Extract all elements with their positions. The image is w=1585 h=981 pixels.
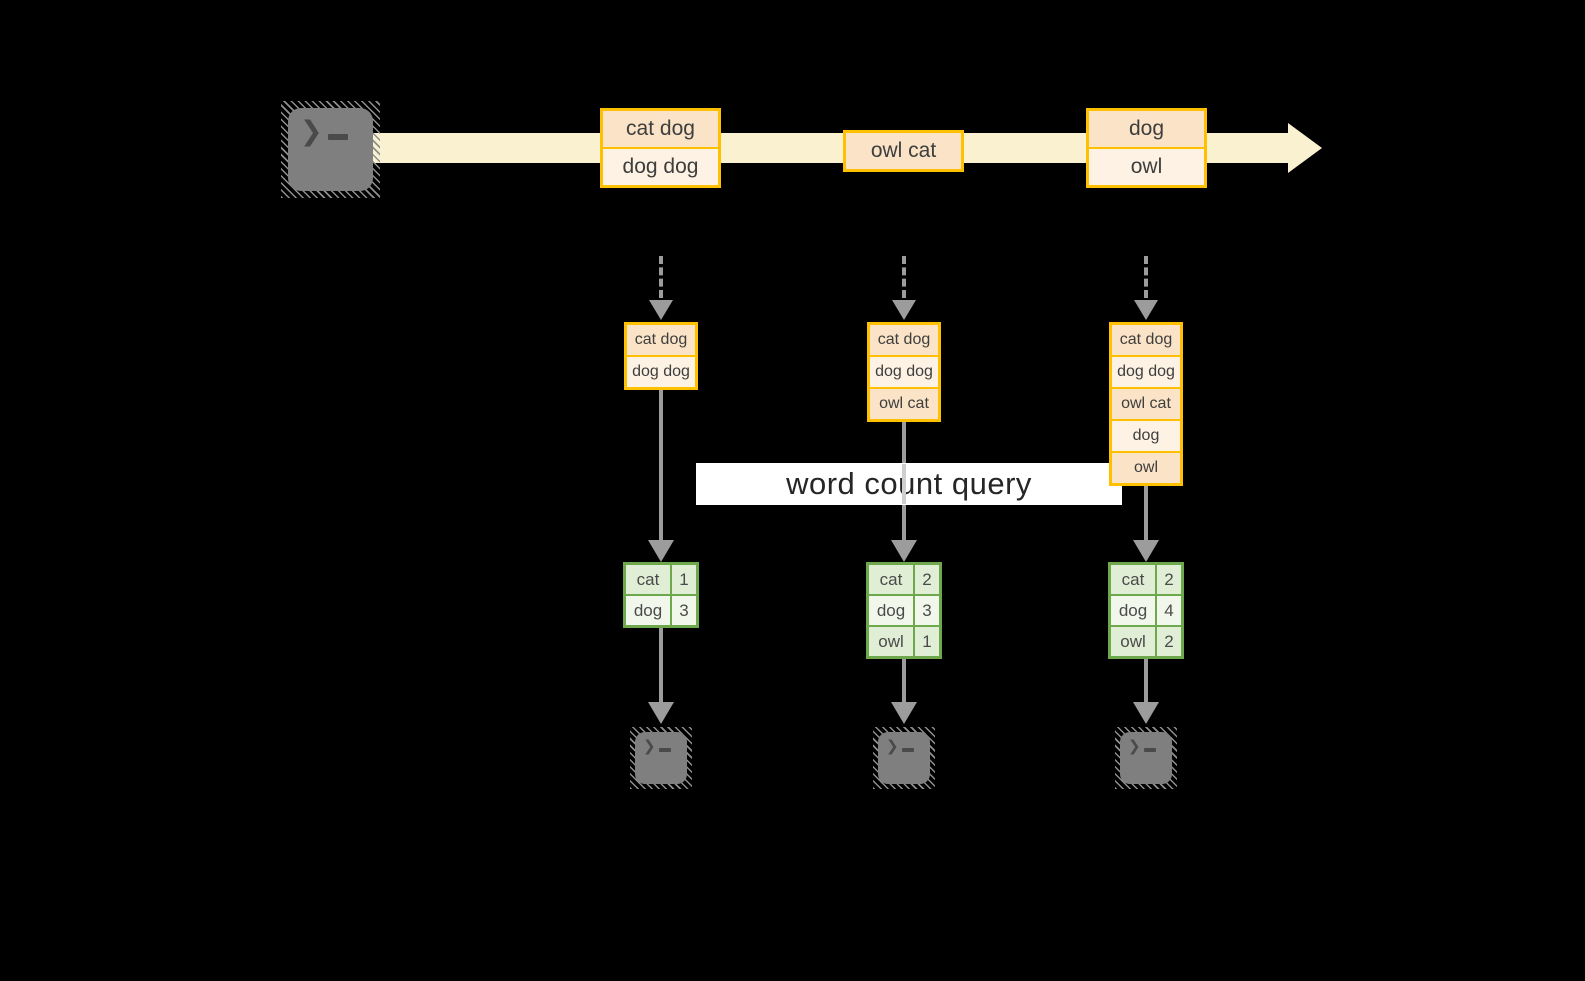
stream-event-box: cat dog dog dog bbox=[600, 108, 721, 188]
terminal-source-icon: ❯ bbox=[281, 101, 380, 198]
terminal-body: ❯ bbox=[635, 732, 687, 784]
batch-cell: dog dog bbox=[870, 357, 938, 387]
word-cell: owl bbox=[1111, 627, 1155, 656]
arrow-line bbox=[659, 628, 663, 702]
count-cell: 2 bbox=[1157, 627, 1181, 656]
arrow-line bbox=[902, 659, 906, 702]
count-cell: 1 bbox=[915, 627, 939, 656]
word-cell: dog bbox=[869, 596, 913, 625]
word-cell: dog bbox=[1111, 596, 1155, 625]
arrowhead-icon bbox=[1134, 300, 1158, 320]
prompt-chevron-icon: ❯ bbox=[1128, 738, 1141, 755]
batch-cell: cat dog bbox=[870, 325, 938, 355]
prompt-chevron-icon: ❯ bbox=[300, 116, 323, 146]
arrowhead-icon bbox=[648, 540, 674, 562]
arrowhead-icon bbox=[1133, 702, 1159, 724]
batch-cell: cat dog bbox=[627, 325, 695, 355]
arrowhead-icon bbox=[1133, 540, 1159, 562]
batch-cell: dog bbox=[1112, 421, 1180, 451]
arrowhead-icon bbox=[891, 540, 917, 562]
terminal-body: ❯ bbox=[1120, 732, 1172, 784]
count-cell: 1 bbox=[672, 565, 696, 594]
batch-cell: dog dog bbox=[627, 357, 695, 387]
word-cell: cat bbox=[1111, 565, 1155, 594]
terminal-sink-icon: ❯ bbox=[873, 727, 935, 789]
word-cell: cat bbox=[626, 565, 670, 594]
stream-arrowhead bbox=[1288, 123, 1322, 173]
prompt-cursor-icon bbox=[327, 134, 348, 140]
prompt-cursor-icon bbox=[658, 748, 671, 752]
word-count-table: cat 2 dog 4 owl 2 bbox=[1108, 562, 1184, 659]
arrowhead-icon bbox=[648, 702, 674, 724]
prompt-cursor-icon bbox=[901, 748, 914, 752]
count-cell: 2 bbox=[915, 565, 939, 594]
terminal-sink-icon: ❯ bbox=[630, 727, 692, 789]
batch-cell: owl bbox=[1112, 453, 1180, 483]
batch-cell: cat dog bbox=[1112, 325, 1180, 355]
arrowhead-icon bbox=[891, 702, 917, 724]
arrow-line bbox=[1144, 486, 1148, 540]
arrow-line bbox=[902, 422, 906, 463]
prompt-chevron-icon: ❯ bbox=[886, 738, 899, 755]
batch-cell: owl cat bbox=[1112, 389, 1180, 419]
arrowhead-icon bbox=[649, 300, 673, 320]
word-cell: owl bbox=[869, 627, 913, 656]
arrowhead-icon bbox=[892, 300, 916, 320]
event-cell: cat dog bbox=[603, 111, 718, 147]
word-count-table: cat 2 dog 3 owl 1 bbox=[866, 562, 942, 659]
word-count-table: cat 1 dog 3 bbox=[623, 562, 699, 628]
event-cell: dog bbox=[1089, 111, 1204, 147]
arrow-over-band bbox=[902, 464, 906, 504]
word-cell: dog bbox=[626, 596, 670, 625]
terminal-sink-icon: ❯ bbox=[1115, 727, 1177, 789]
prompt-cursor-icon bbox=[1143, 748, 1156, 752]
word-cell: cat bbox=[869, 565, 913, 594]
dashed-arrow bbox=[1144, 256, 1148, 298]
count-cell: 4 bbox=[1157, 596, 1181, 625]
terminal-body: ❯ bbox=[878, 732, 930, 784]
query-label: word count query bbox=[786, 466, 1032, 501]
batch-cell: dog dog bbox=[1112, 357, 1180, 387]
event-cell: owl bbox=[1089, 149, 1204, 185]
micro-batch-box: cat dog dog dog owl cat bbox=[867, 322, 941, 422]
micro-batch-box: cat dog dog dog owl cat dog owl bbox=[1109, 322, 1183, 486]
dashed-arrow bbox=[659, 256, 663, 298]
arrow-line bbox=[1144, 659, 1148, 702]
count-cell: 2 bbox=[1157, 565, 1181, 594]
batch-cell: owl cat bbox=[870, 389, 938, 419]
event-cell: dog dog bbox=[603, 149, 718, 185]
micro-batch-box: cat dog dog dog bbox=[624, 322, 698, 390]
dashed-arrow bbox=[902, 256, 906, 298]
count-cell: 3 bbox=[915, 596, 939, 625]
event-cell: owl cat bbox=[846, 133, 961, 169]
arrow-line bbox=[902, 505, 906, 540]
prompt-chevron-icon: ❯ bbox=[643, 738, 656, 755]
count-cell: 3 bbox=[672, 596, 696, 625]
stream-event-box: dog owl bbox=[1086, 108, 1207, 188]
query-band: word count query bbox=[696, 463, 1122, 505]
terminal-body: ❯ bbox=[288, 108, 373, 191]
arrow-line bbox=[659, 390, 663, 542]
stream-event-box: owl cat bbox=[843, 130, 964, 172]
